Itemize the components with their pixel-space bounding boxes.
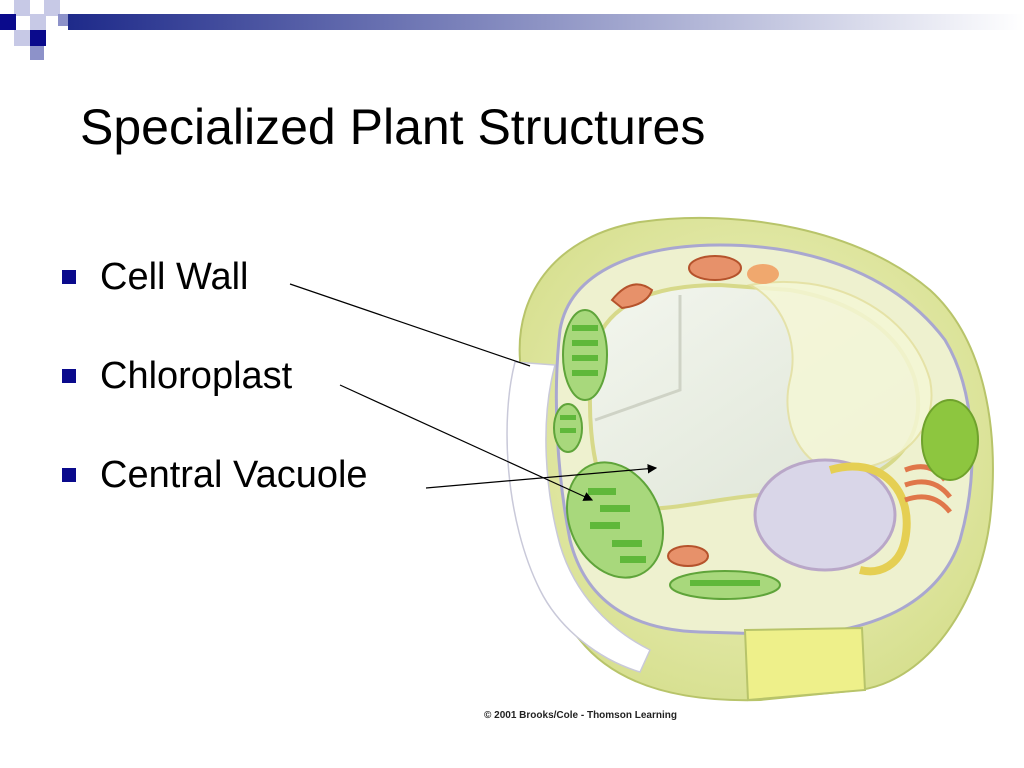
chloroplast-4 [669,570,781,600]
storage-granule [921,399,979,481]
page-title: Specialized Plant Structures [80,99,706,155]
bullet-item-central-vacuole: Central Vacuole [62,450,368,500]
title-gradient-bar [68,14,1024,30]
pointer-line-central-vacuole [425,463,658,489]
bullet-item-chloroplast: Chloroplast [62,351,368,401]
plant-cell-illustration [289,217,994,702]
nucleus-envelope [828,462,911,576]
mitochondrion-3 [610,283,654,310]
bullet-list: Cell Wall Chloroplast Central Vacuole [62,252,368,549]
square-bullet-icon [62,270,76,284]
square-bullet-icon [62,369,76,383]
bullet-label: Cell Wall [100,255,249,298]
chloroplast-1 [562,309,608,401]
corner-squares-decoration [0,0,70,60]
vacuole-inner-wall [594,295,682,422]
mitochondrion-1 [688,255,742,281]
pointer-line-cell-wall [289,283,531,367]
mitochondrion-2 [667,545,709,567]
corner-square-dark [0,14,16,30]
chloroplast-3 [565,461,665,579]
figure-credit: © 2001 Brooks/Cole - Thomson Learning [484,710,677,721]
chloroplast-2 [553,403,583,453]
pointer-line-chloroplast [339,384,594,501]
peroxisome [747,264,779,284]
nucleus [753,458,897,572]
square-bullet-icon [62,468,76,482]
bullet-label: Central Vacuole [100,453,368,496]
bullet-label: Chloroplast [100,354,293,397]
bullet-item-cell-wall: Cell Wall [62,252,368,302]
cell-wall-base [743,626,867,702]
